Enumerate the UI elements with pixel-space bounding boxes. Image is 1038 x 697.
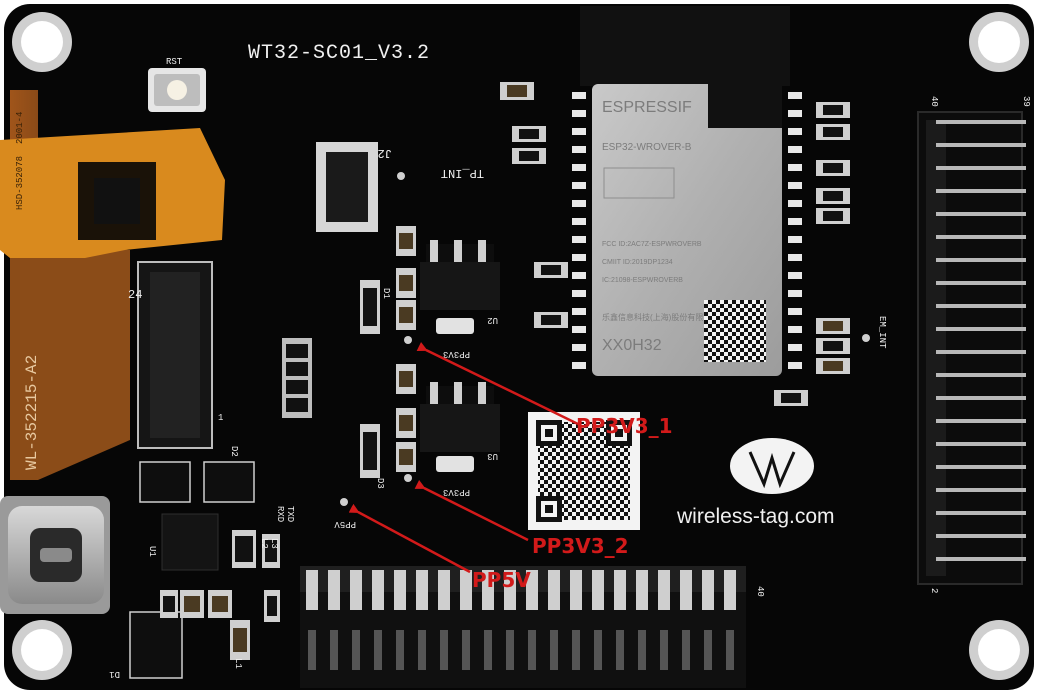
module-code: XX0H32 bbox=[602, 337, 662, 354]
fpc-pin-1: 1 bbox=[218, 413, 223, 423]
right-header-pin-39: 39 bbox=[1021, 96, 1031, 107]
l2-label: L2 bbox=[259, 538, 269, 549]
mounting-hole-icon bbox=[969, 12, 1029, 72]
module-qr-code bbox=[704, 300, 766, 362]
fpc-tab-label2: 2001-4 bbox=[15, 112, 25, 144]
reset-button[interactable]: RST bbox=[148, 57, 206, 112]
rst-label: RST bbox=[166, 57, 183, 67]
display-zif-connector: 24 1 bbox=[128, 261, 223, 449]
tp-int-label: TP_INT bbox=[441, 166, 484, 180]
arrow-pp3v3-2 bbox=[414, 479, 529, 542]
arrow-pp3v3-1 bbox=[416, 342, 579, 426]
wireless-tag-logo-icon bbox=[730, 438, 814, 494]
mounting-hole-icon bbox=[969, 620, 1029, 680]
rxd-label: RXD bbox=[275, 506, 285, 522]
l1-label: L1 bbox=[233, 658, 243, 669]
module-pads bbox=[572, 92, 802, 369]
module-brand: ESPRESSIF bbox=[602, 99, 692, 116]
transistors bbox=[129, 461, 280, 679]
mounting-hole-icon bbox=[12, 12, 72, 72]
passive-components bbox=[282, 82, 850, 478]
bottom-pin-header: 40 bbox=[300, 566, 765, 688]
board-title: WT32-SC01_V3.2 bbox=[248, 42, 430, 65]
u3-label: U3 bbox=[487, 451, 498, 461]
d2-label: D2 bbox=[229, 446, 239, 457]
module-line2: CMIIT ID:2019DP1234 bbox=[602, 259, 673, 266]
bottom-header-pin-40: 40 bbox=[755, 586, 765, 597]
annotation-pp3v3-1: PP3V3_1 bbox=[576, 414, 673, 438]
module-model: ESP32-WROVER-B bbox=[602, 142, 692, 153]
module-line3: IC:21098-ESPWROVERB bbox=[602, 277, 683, 284]
annotation-pp3v3-2: PP3V3_2 bbox=[532, 534, 629, 558]
j2-label: J2 bbox=[378, 146, 392, 160]
mounting-hole-icon bbox=[12, 620, 72, 680]
right-header-pin-40: 40 bbox=[929, 96, 939, 107]
fpc-tab-label: HSD-352078 bbox=[15, 156, 25, 210]
fpc-pin-24: 24 bbox=[128, 288, 142, 302]
right-header-pin-2: 2 bbox=[929, 588, 939, 593]
arrow-pp5v bbox=[348, 503, 471, 574]
em-int-label: EM_INT bbox=[877, 316, 887, 349]
em-int-testpoint bbox=[862, 334, 870, 342]
regulator-u3: U3 bbox=[420, 382, 500, 472]
l3-label: L3 bbox=[269, 538, 279, 549]
u2-label: U2 bbox=[487, 315, 498, 325]
tp-int-testpoint bbox=[397, 172, 405, 180]
display-fpc-cable: WL-352215-A2 HSD-352078 2001-4 bbox=[0, 90, 225, 480]
pp5v-silk: PP5V bbox=[334, 519, 356, 529]
touch-connector-j2: J2 bbox=[316, 142, 392, 232]
pp3v3-1-testpoint bbox=[404, 336, 412, 344]
fpc-label: WL-352215-A2 bbox=[23, 355, 41, 470]
d3-label: D3 bbox=[375, 478, 385, 489]
d1-label: D1 bbox=[109, 669, 120, 679]
board-qr-code bbox=[528, 412, 640, 530]
annotation-pp5v: PP5V bbox=[472, 568, 531, 592]
esp32-module: ESPRESSIF ESP32-WROVER-B FCC ID:2AC7Z-ES… bbox=[580, 6, 790, 376]
right-pin-header: 40 39 2 bbox=[917, 96, 1031, 593]
pp5v-testpoint bbox=[340, 498, 348, 506]
pp3v3-2-testpoint bbox=[404, 474, 412, 482]
module-maker: 乐鑫信息科技(上海)股份有限公司 bbox=[602, 312, 719, 322]
pp3v3-silk-2: PP3V3 bbox=[443, 487, 470, 497]
module-line1: FCC ID:2AC7Z-ESPWROVERB bbox=[602, 241, 702, 248]
u1-label: U1 bbox=[147, 546, 157, 557]
txd-label: TXD bbox=[285, 506, 295, 522]
usb-bridge-chip: U1 bbox=[147, 513, 219, 571]
regulator-u2: U2 bbox=[420, 240, 500, 334]
usb-c-connector bbox=[0, 496, 110, 614]
d1-label-top: D1 bbox=[381, 288, 391, 299]
website-label: wireless-tag.com bbox=[676, 505, 835, 528]
pp3v3-silk-1: PP3V3 bbox=[443, 349, 470, 359]
